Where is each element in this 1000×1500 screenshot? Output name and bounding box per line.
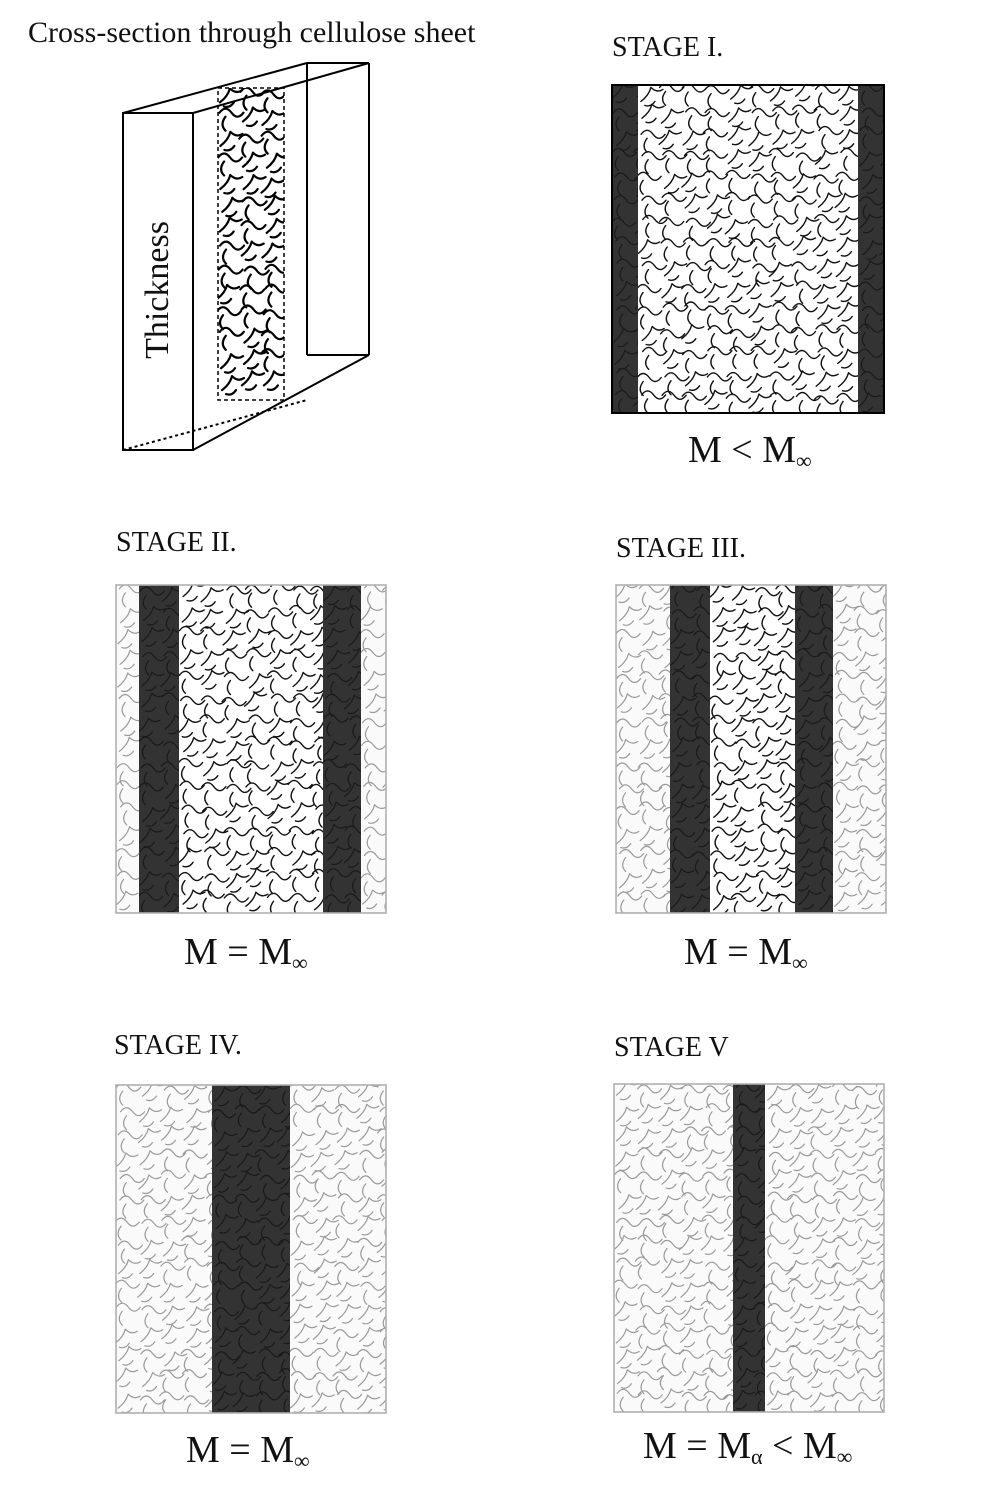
stage-1-wet-core — [638, 85, 858, 413]
stage-4-panel — [115, 1084, 387, 1414]
stage-3-front-1 — [670, 585, 710, 913]
stage-1-formula: M < M∞ — [688, 429, 812, 473]
stage-4-front-1 — [212, 1085, 290, 1413]
stage-5-panel — [613, 1083, 885, 1413]
stage-2-front-1 — [139, 585, 179, 913]
stage-1-label: STAGE I. — [612, 32, 724, 63]
stage-2-panel — [115, 584, 387, 914]
section-pattern — [218, 88, 284, 396]
stage-3-wet-core — [710, 585, 795, 913]
stage-2-dry-region — [116, 585, 386, 913]
stage-1-front-2 — [858, 85, 884, 413]
stage-1-panel — [611, 84, 885, 414]
stage-3-formula: M = M∞ — [684, 931, 808, 975]
stage-5-front-1 — [733, 1084, 765, 1412]
stage-2-label: STAGE II. — [116, 527, 237, 558]
stage-2-front-2 — [323, 585, 361, 913]
stage-3-panel — [615, 584, 887, 914]
stage-1-front-1 — [612, 85, 638, 413]
stage-4-label: STAGE IV. — [114, 1030, 242, 1061]
stage-3-label: STAGE III. — [616, 533, 746, 564]
figure-title: Cross-section through cellulose sheet — [28, 16, 476, 49]
stage-4-dry-region — [116, 1085, 386, 1413]
stage-3-front-2 — [795, 585, 833, 913]
stage-4-formula: M = M∞ — [186, 1429, 310, 1473]
stage-2-wet-core — [179, 585, 323, 913]
stage-5-label: STAGE V — [614, 1032, 729, 1063]
stage-5-dry-region — [614, 1084, 884, 1412]
stage-3-dry-region — [616, 585, 886, 913]
stage-5-formula: M = Mα < M∞ — [643, 1425, 853, 1469]
stage-2-formula: M = M∞ — [184, 931, 308, 975]
